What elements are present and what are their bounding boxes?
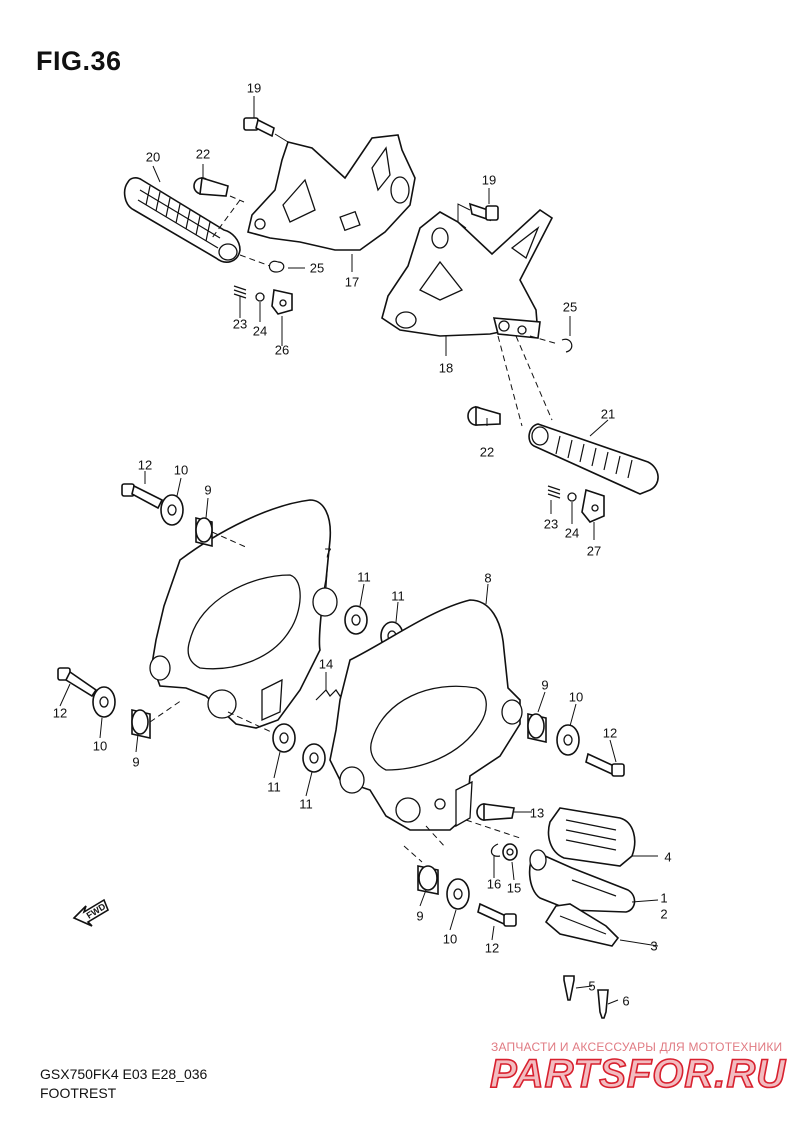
- callout-12: 12: [137, 457, 153, 473]
- callout-10: 10: [442, 931, 458, 947]
- callout-11: 11: [267, 779, 281, 795]
- spacer-9-top-left: [195, 516, 213, 548]
- callout-12: 12: [52, 705, 68, 721]
- callout-23: 23: [232, 316, 248, 332]
- callout-19: 19: [481, 172, 497, 188]
- footpeg-21: [528, 423, 659, 495]
- callout-21: 21: [600, 406, 616, 422]
- callout-25: 25: [562, 299, 578, 315]
- bolt-12-right: [585, 752, 625, 777]
- spacer-9-bottom: [417, 865, 439, 895]
- footpeg-base-3: [544, 903, 620, 947]
- callout-20: 20: [145, 149, 161, 165]
- callout-24: 24: [564, 525, 580, 541]
- diagram-code: GSX750FK4 E03 E28_036: [40, 1066, 208, 1082]
- spacer-9-left: [131, 709, 151, 739]
- fwd-arrow-icon: [72, 898, 109, 927]
- callout-9: 9: [416, 908, 424, 924]
- callout-4: 4: [664, 849, 672, 865]
- washer-24-lower: [567, 492, 577, 502]
- callout-1: 1: [660, 890, 668, 906]
- clip-25-upper: [268, 260, 285, 273]
- screw-5: [563, 975, 575, 1001]
- bracket-18: [381, 208, 554, 339]
- footrest-plate-7: [149, 499, 338, 729]
- footpeg-rubber-4: [547, 807, 636, 867]
- clip-16: [490, 843, 501, 857]
- callout-12: 12: [602, 725, 618, 741]
- callout-18: 18: [438, 360, 454, 376]
- callout-9: 9: [204, 482, 212, 498]
- callout-6: 6: [622, 993, 630, 1009]
- callout-8: 8: [484, 570, 492, 586]
- callout-16: 16: [486, 876, 502, 892]
- callout-25: 25: [309, 260, 325, 276]
- callout-12: 12: [484, 940, 500, 956]
- spacer-9-right: [527, 713, 547, 743]
- callout-22: 22: [195, 146, 211, 162]
- watermark-logo: PARTSFOR.RU: [489, 1051, 787, 1097]
- callout-15: 15: [506, 880, 522, 896]
- callout-17: 17: [344, 274, 360, 290]
- callout-26: 26: [274, 342, 290, 358]
- diagram-name: FOOTREST: [40, 1085, 117, 1101]
- pin-22-upper: [193, 176, 229, 197]
- bolt-19-upper: [243, 117, 289, 143]
- callout-7: 7: [324, 545, 332, 561]
- bolt-19-lower: [457, 202, 499, 229]
- callout-10: 10: [92, 738, 108, 754]
- screw-6: [597, 989, 609, 1019]
- callout-11: 11: [357, 569, 371, 585]
- pin-22-lower: [467, 405, 501, 426]
- bolt-12-left: [57, 667, 98, 698]
- callout-2: 2: [660, 906, 668, 922]
- callout-3: 3: [650, 938, 658, 954]
- callout-9: 9: [541, 677, 549, 693]
- callout-9: 9: [132, 754, 140, 770]
- footrest-plate-8: [329, 599, 523, 831]
- callout-11: 11: [299, 796, 313, 812]
- callout-19: 19: [246, 80, 262, 96]
- figure-title: FIG.36: [36, 46, 122, 76]
- pin-13: [476, 803, 515, 821]
- callout-5: 5: [588, 978, 596, 994]
- footpeg-20: [123, 177, 241, 263]
- callout-10: 10: [173, 462, 189, 478]
- callout-13: 13: [529, 805, 545, 821]
- callout-27: 27: [586, 543, 602, 559]
- bolt-12-bottom: [477, 902, 517, 927]
- washer-24-upper: [255, 292, 265, 302]
- spring-23-lower: [547, 485, 561, 499]
- callout-22: 22: [479, 444, 495, 460]
- clip-25-lower: [561, 338, 573, 353]
- callout-10: 10: [568, 689, 584, 705]
- callout-11: 11: [391, 588, 405, 604]
- callout-24: 24: [252, 323, 268, 339]
- footpeg-1-2: [528, 849, 636, 913]
- bracket-17: [247, 134, 416, 251]
- callout-14: 14: [318, 656, 334, 672]
- leader-lines: [59, 96, 659, 1005]
- bolt-12-top-left: [121, 483, 164, 510]
- callout-23: 23: [543, 516, 559, 532]
- watermark-tagline: ЗАПЧАСТИ И АКСЕССУАРЫ ДЛЯ МОТОТЕХНИКИ: [491, 1040, 783, 1054]
